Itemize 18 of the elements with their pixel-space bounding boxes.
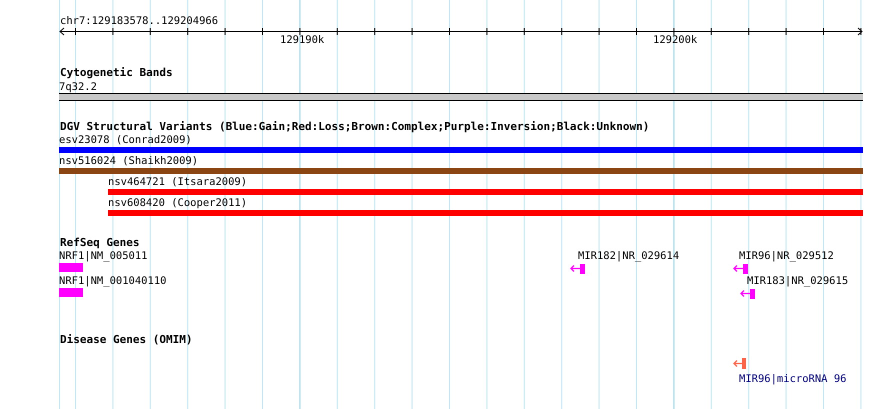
feature-label: nsv516024 (Shaikh2009) [59,155,198,167]
feature-label: MIR182|NR_029614 [578,250,680,262]
feature-label: NRF1|NM_005011 [59,250,148,262]
feature-label: MIR96|microRNA 96 [739,373,846,385]
track-title: RefSeq Genes [60,237,140,249]
feature-label: 7q32.2 [59,81,97,93]
feature-label: MIR96|NR_029512 [739,250,834,262]
feature-label: nsv608420 (Cooper2011) [108,197,248,209]
feature-label: MIR183|NR_029615 [747,275,848,287]
track-title: DGV Structural Variants (Blue:Gain;Red:Loss;Brown:Complex;Purple:Inversion;Black:Unknown) [60,121,650,133]
track-title: Disease Genes (OMIM) [60,334,192,346]
feature-label: nsv464721 (Itsara2009) [108,176,248,188]
axis-tick-label: 129190k [280,34,324,46]
feature-label: NRF1|NM_001040110 [59,275,166,287]
axis-tick-label: 129200k [653,34,698,46]
ruler-range-label: chr7:129183578..129204966 [60,15,218,27]
track-title: Cytogenetic Bands [60,67,173,79]
feature-label: esv23078 (Conrad2009) [59,134,192,146]
